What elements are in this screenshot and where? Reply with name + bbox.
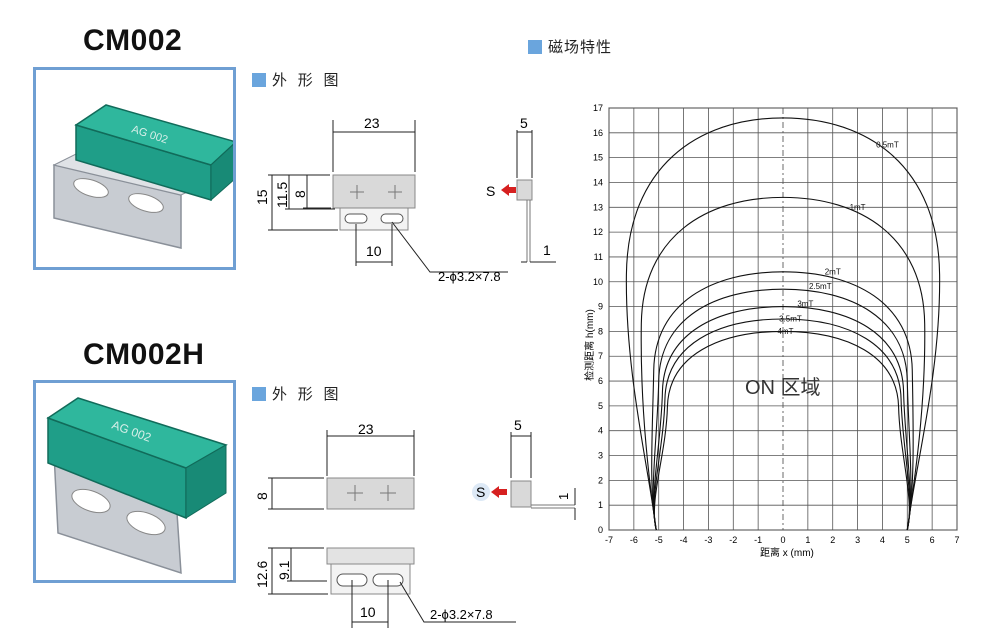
outline-label-text: 外 形 图 xyxy=(272,385,342,403)
dim-plate: 1 xyxy=(543,242,551,258)
x-tick-label: 7 xyxy=(954,535,959,545)
on-zone-label: ON 区域 xyxy=(745,376,821,399)
x-tick-label: -4 xyxy=(680,535,688,545)
chart-grid xyxy=(608,107,958,531)
chart-title-text: 磁场特性 xyxy=(548,38,613,56)
field-contour-line xyxy=(651,271,914,531)
section-square-icon xyxy=(252,72,266,87)
dim-width: 23 xyxy=(358,421,374,437)
y-axis-label: 检测距离 h(mm) xyxy=(583,309,596,381)
series-label: 4mT xyxy=(777,327,793,336)
model-title-cm002: CM002 xyxy=(83,24,183,57)
dim-magnet-height: 8 xyxy=(292,190,308,198)
series-label: 2mT xyxy=(825,267,841,276)
dim-height: 12.6 xyxy=(254,561,270,588)
series-label: 3mT xyxy=(797,300,813,309)
y-tick-label: 7 xyxy=(598,351,603,361)
dim-pitch: 10 xyxy=(366,243,382,259)
x-tick-label: -7 xyxy=(605,535,613,545)
y-tick-label: 3 xyxy=(598,451,603,461)
y-tick-label: 8 xyxy=(598,326,603,336)
chart-title: 磁场特性 xyxy=(528,36,612,57)
y-tick-label: 13 xyxy=(593,202,603,212)
series-label: 3.5mT xyxy=(779,314,802,323)
field-contour-line xyxy=(625,117,941,531)
field-contour-line xyxy=(653,318,911,531)
field-contour-line xyxy=(640,196,926,531)
field-contour-line xyxy=(652,288,912,531)
x-tick-label: -3 xyxy=(704,535,712,545)
x-tick-label: 5 xyxy=(905,535,910,545)
dim-magnet-height: 8 xyxy=(254,492,270,500)
x-axis-label: 距离 x (mm) xyxy=(760,546,814,559)
x-tick-label: -6 xyxy=(630,535,638,545)
product-photo-cm002: AG 002 xyxy=(33,67,238,270)
dim-plate: 1 xyxy=(556,493,571,500)
y-tick-label: 9 xyxy=(598,302,603,312)
x-tick-label: -2 xyxy=(729,535,737,545)
product-photo-cm002h: AG 002 xyxy=(33,380,236,583)
dim-pitch: 10 xyxy=(360,604,376,620)
y-tick-label: 6 xyxy=(598,376,603,386)
dim-body-height: 9.1 xyxy=(276,560,292,580)
model-title-cm002h: CM002H xyxy=(83,338,205,371)
field-contour-line xyxy=(653,330,910,531)
y-tick-label: 17 xyxy=(593,103,603,113)
x-tick-label: 4 xyxy=(880,535,885,545)
x-tick-label: -5 xyxy=(655,535,663,545)
dim-height: 15 xyxy=(254,189,270,205)
y-tick-label: 11 xyxy=(594,252,603,262)
series-label: 0.5mT xyxy=(876,141,899,150)
y-tick-label: 14 xyxy=(593,177,603,187)
dim-thickness: 5 xyxy=(520,115,528,131)
y-tick-label: 2 xyxy=(598,475,603,485)
y-tick-label: 12 xyxy=(593,227,603,237)
chart-series: 0.5mT 1mT 2mT 2.5mT 3mT 3.5mT 4mT xyxy=(625,117,941,531)
pole-label: S xyxy=(486,183,495,199)
y-tick-label: 0 xyxy=(598,525,603,535)
x-tick-label: -1 xyxy=(754,535,762,545)
section-square-icon xyxy=(528,39,542,54)
y-tick-label: 16 xyxy=(593,128,603,138)
y-tick-label: 4 xyxy=(598,426,603,436)
dim-body-height: 11.5 xyxy=(274,182,290,208)
section-square-icon xyxy=(252,386,266,401)
pole-label: S xyxy=(476,484,485,500)
series-label: 2.5mT xyxy=(809,282,832,291)
outline-label-cm002h: 外 形 图 xyxy=(252,383,342,404)
y-tick-label: 10 xyxy=(593,277,603,287)
dim-hole: 2-ϕ3.2×7.8 xyxy=(430,607,493,622)
x-tick-label: 2 xyxy=(830,535,835,545)
y-tick-label: 15 xyxy=(593,153,603,163)
y-tick-label: 1 xyxy=(598,500,603,510)
y-tick-label: 5 xyxy=(598,401,603,411)
dim-thickness: 5 xyxy=(514,417,522,433)
x-tick-label: 1 xyxy=(805,535,810,545)
dim-width: 23 xyxy=(364,115,380,131)
series-label: 1mT xyxy=(850,203,866,212)
outline-label-cm002: 外 形 图 xyxy=(252,69,342,90)
dim-hole: 2-ϕ3.2×7.8 xyxy=(438,269,501,284)
outline-label-text: 外 形 图 xyxy=(272,71,342,89)
x-tick-label: 6 xyxy=(930,535,935,545)
x-tick-label: 0 xyxy=(780,535,785,545)
field-contour-line xyxy=(653,306,911,531)
x-tick-label: 3 xyxy=(855,535,860,545)
plot-frame xyxy=(608,107,958,531)
